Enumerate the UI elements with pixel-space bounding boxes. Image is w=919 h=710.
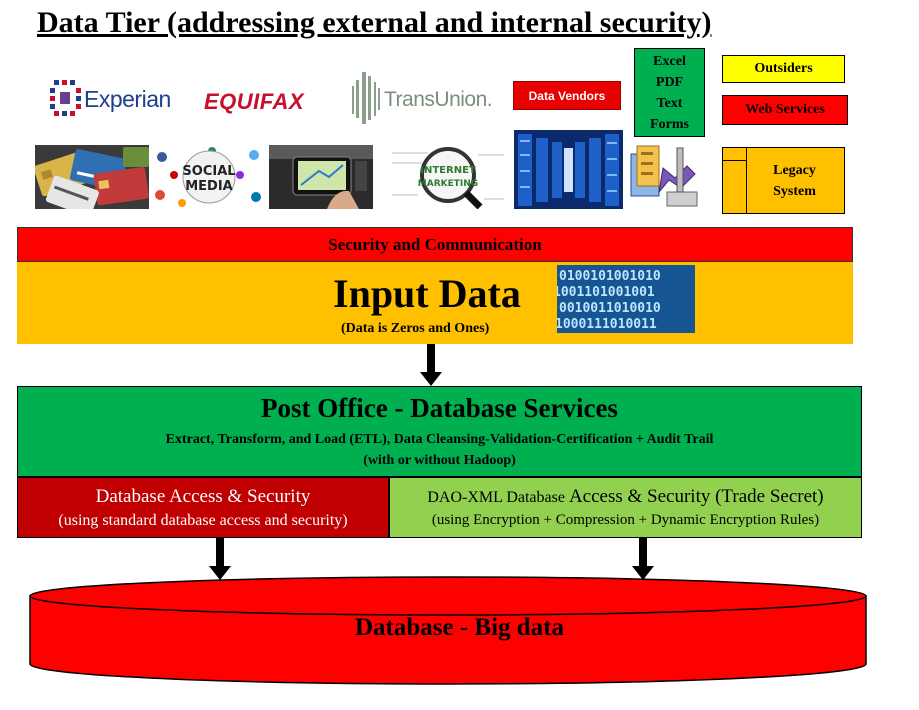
archive-zip-icon — [630, 145, 698, 207]
post-office-box — [17, 386, 862, 477]
page-title: Data Tier (addressing external and inter… — [37, 6, 712, 39]
binary-line: 0100101001010 — [559, 269, 661, 284]
vehicle-gps-image — [269, 145, 373, 209]
internet-marketing-image: INTERNET MARKETING — [388, 145, 506, 209]
legacy-line-2: System — [773, 183, 816, 199]
dao-xml-security-box: DAO-XML Database Access & Security (Trad… — [389, 477, 862, 538]
flow-arrow-icon — [209, 538, 231, 580]
credit-cards-image — [35, 145, 149, 209]
binary-line: 1000111010011 — [557, 317, 657, 332]
document-types-box: Excel PDF Text Forms — [634, 48, 705, 137]
security-communication-bar: Security and Communication — [17, 227, 853, 262]
equifax-logo: EQUIFAX — [204, 89, 305, 114]
social-media-image: SOCIAL MEDIA — [152, 145, 267, 209]
dao-xml-subtitle: (using Encryption + Compression + Dynami… — [431, 512, 820, 528]
input-data-subtitle: (Data is Zeros and Ones) — [341, 321, 490, 336]
outsiders-box: Outsiders — [722, 55, 845, 83]
experian-logo-text: Experian — [84, 86, 171, 112]
legacy-divider — [722, 160, 747, 161]
internet-marketing-text: MARKETING — [418, 179, 478, 189]
social-media-text: MEDIA — [185, 179, 233, 194]
database-access-subtitle: (using standard database access and secu… — [58, 511, 348, 529]
legacy-divider — [746, 147, 747, 214]
binary-data-image: 0100101001010 1001101001001 001001101001… — [557, 265, 695, 333]
database-label: Database - Big data — [354, 614, 565, 641]
doc-type-pdf: PDF — [655, 74, 684, 90]
binary-line: 1001101001001 — [557, 285, 655, 300]
input-data-title: Input Data — [333, 271, 521, 316]
internet-marketing-text: INTERNET — [420, 165, 476, 176]
legacy-system-box: Legacy System — [722, 147, 845, 214]
database-access-security-box: Database Access & Security (using standa… — [17, 477, 389, 538]
database-cylinder-icon — [29, 576, 867, 685]
legacy-line-1: Legacy — [773, 162, 816, 178]
web-services-box: Web Services — [722, 95, 848, 125]
social-media-text: SOCIAL — [182, 164, 235, 179]
doc-type-forms: Forms — [650, 116, 689, 132]
doc-type-excel: Excel — [653, 53, 686, 69]
data-vendors-label: Data Vendors — [513, 81, 621, 110]
experian-logo-icon — [50, 80, 81, 116]
server-room-image — [514, 130, 623, 209]
flow-arrow-icon — [632, 538, 654, 580]
transunion-logo-icon — [352, 72, 380, 124]
post-office-hadoop-line: (with or without Hadoop) — [363, 453, 516, 468]
post-office-etl-line: Extract, Transform, and Load (ETL), Data… — [165, 432, 714, 447]
dao-xml-title-part: DAO-XML Database — [427, 489, 569, 506]
doc-type-text: Text — [656, 95, 683, 111]
dao-xml-title-part: Access & Security (Trade Secret) — [568, 486, 824, 507]
transunion-logo-text: TransUnion. — [384, 88, 493, 111]
post-office-title: Post Office - Database Services — [261, 393, 618, 423]
database-access-title: Database Access & Security — [95, 485, 311, 507]
input-data-box — [17, 262, 853, 344]
flow-arrow-icon — [420, 344, 442, 386]
binary-line: 0010011010010 — [559, 301, 661, 316]
